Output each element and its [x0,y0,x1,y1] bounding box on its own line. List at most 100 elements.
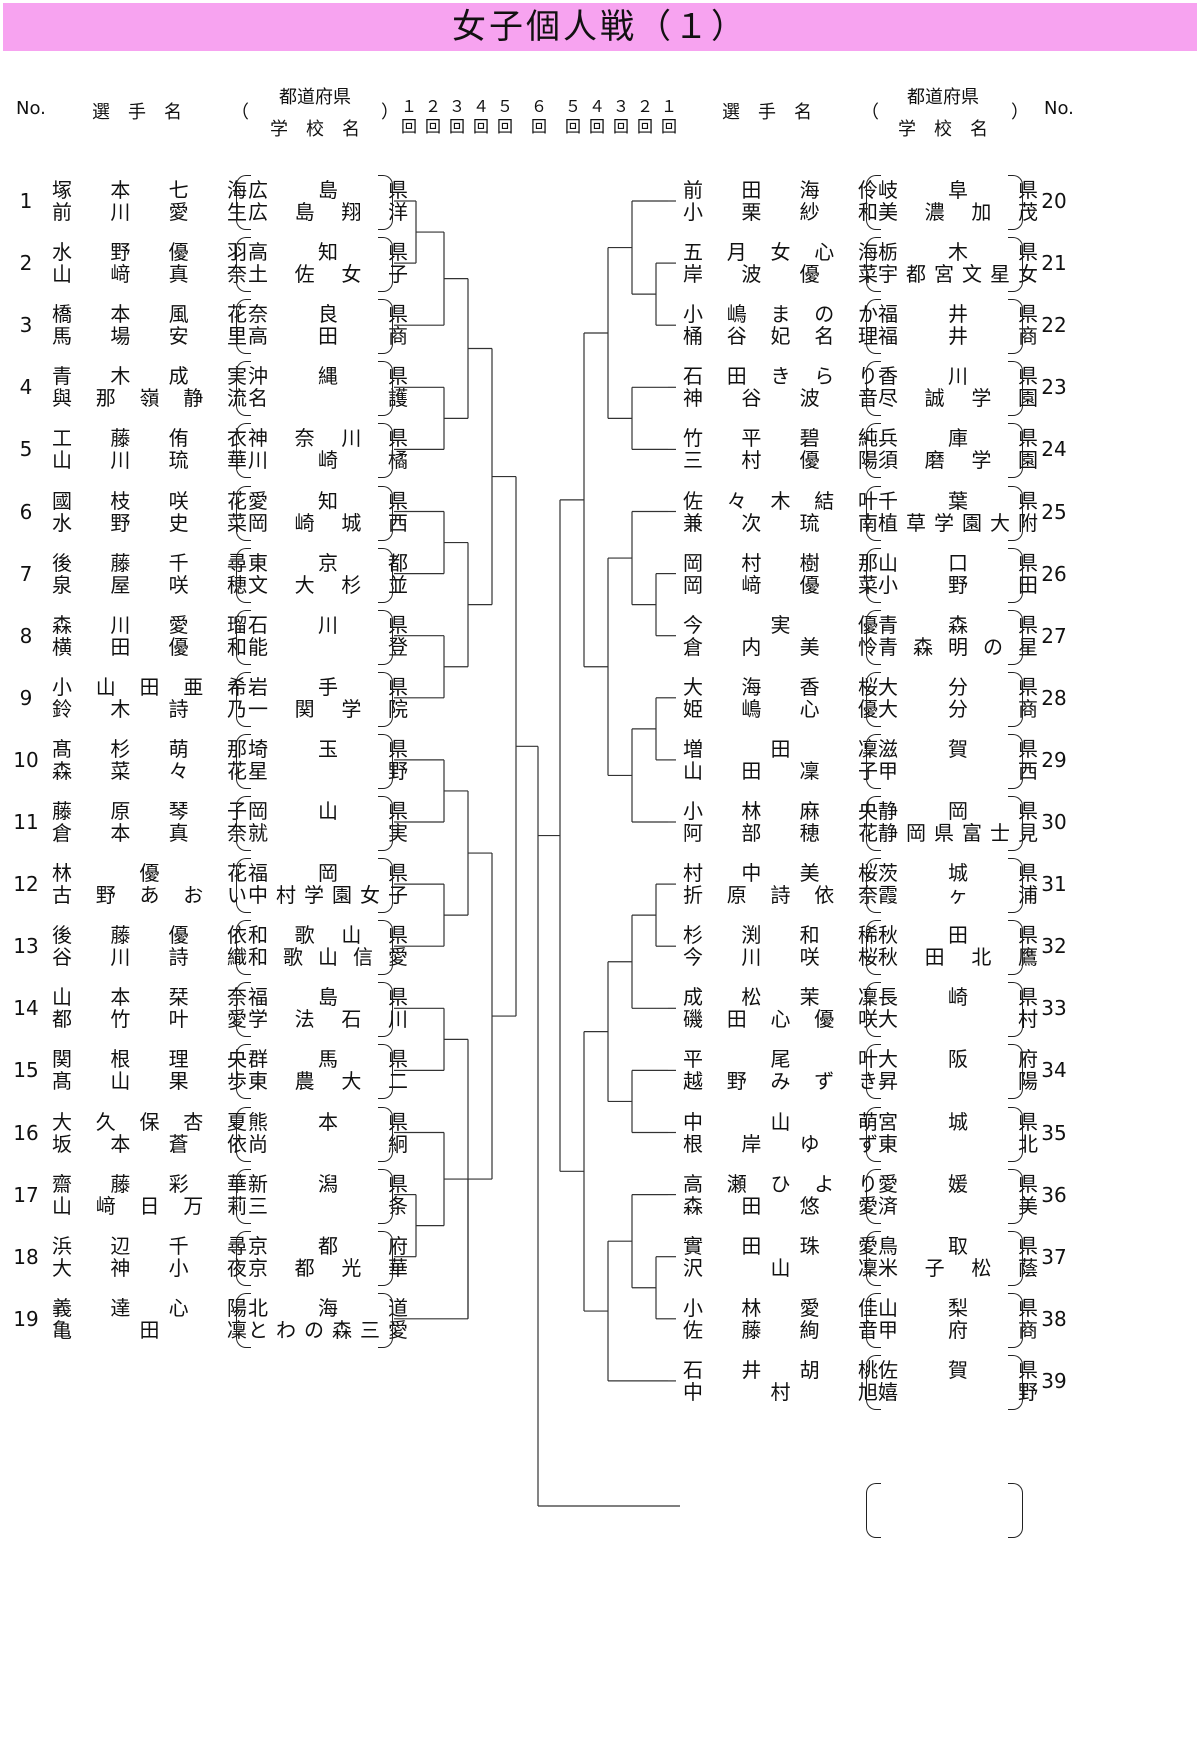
school-name: 霞ヶ浦 [878,883,1038,908]
school-name: 昇陽 [878,1069,1038,1094]
player-name: 倉内美怜 [683,634,878,659]
school-name: 嬉野 [878,1379,1038,1404]
school-bracket-open [236,609,251,665]
player-name: 實田珠愛 [683,1233,878,1258]
school-bracket-open [866,1106,881,1162]
entry-number: 21 [1041,251,1067,276]
school-name: 秋田北鷹 [878,945,1038,970]
school-bracket-open [236,485,251,541]
player-name: 大久保杏夏 [52,1109,247,1134]
entry-number: 7 [19,561,33,586]
entry-number: 24 [1041,437,1067,462]
prefecture-name: 愛知県 [248,488,408,513]
school-name: 川崎橘 [248,448,408,473]
prefecture-name: 長崎県 [878,985,1038,1010]
school-bracket-open [236,733,251,789]
school-bracket-open [236,361,251,417]
school-bracket-close [378,1292,393,1348]
empty-slot-bracket-open [866,1483,881,1538]
player-name: 村中美桜 [683,861,878,886]
round-label: １回 [660,97,677,136]
player-name: 馬場安里 [52,324,247,349]
school-bracket-close [378,609,393,665]
player-name: 姫嶋心優 [683,696,878,721]
school-name: 中村学園女子 [248,883,408,908]
school-name: 甲西 [878,758,1038,783]
school-bracket-open [866,733,881,789]
round-label: ５回 [496,97,513,136]
player-name: 前田海伶 [683,178,878,202]
player-name: 工藤侑衣 [52,426,247,451]
school-bracket-close [1008,1292,1023,1348]
prefecture-name: 香川県 [878,364,1038,389]
school-bracket-close [1008,547,1023,603]
school-bracket-open [866,1230,881,1286]
school-bracket-close [378,175,393,230]
school-bracket-open [236,671,251,727]
school-bracket-open [236,1168,251,1224]
entry-number: 16 [13,1120,39,1145]
player-name: 佐々木結叶 [683,488,878,513]
entry-number: 27 [1041,623,1067,648]
player-name: 大海香桜 [683,674,878,699]
school-bracket-close [378,547,393,603]
round-label: ２回 [636,97,653,136]
school-bracket-close [1008,858,1023,914]
school-bracket-close [1008,175,1023,230]
player-name: 折原詩依奈 [683,883,878,908]
player-name: 平尾叶 [683,1047,878,1072]
school-name: とわの森三愛 [248,1317,408,1342]
school-bracket-close [378,485,393,541]
player-name: 前川愛生 [52,200,247,224]
school-bracket-open [866,982,881,1038]
player-name: 古野あおい [52,883,247,908]
prefecture-name: 熊本県 [248,1109,408,1134]
school-bracket-open [866,485,881,541]
round-label: ５回 [564,97,581,136]
entry-number: 5 [19,437,33,462]
prefecture-name: 石川県 [248,612,408,637]
entry-number: 2 [19,251,33,276]
entry-number: 33 [1041,996,1067,1021]
prefecture-name: 山梨県 [878,1295,1038,1320]
school-name: 東北 [878,1131,1038,1156]
entry-number: 6 [19,499,33,524]
school-bracket-open [866,920,881,976]
header-pref-left: 都道府県 [279,87,351,108]
school-bracket-close [378,1230,393,1286]
entry-number: 31 [1041,872,1067,897]
entry-number: 25 [1041,499,1067,524]
round-label: １回 [400,97,417,136]
round-label: ４回 [472,97,489,136]
header-player-name-right: 選 手 名 [722,102,812,123]
entry-number: 30 [1041,810,1067,834]
player-name: 根岸ゆず [683,1131,878,1156]
player-name: 山川琉華 [52,448,247,473]
prefecture-name: 東京都 [248,550,408,575]
header-paren-close-left: ） [381,102,399,123]
entry-number: 10 [13,747,39,772]
header-school-right: 学 校 名 [898,119,988,140]
school-bracket-open [866,796,881,851]
entry-number: 28 [1041,685,1067,710]
prefecture-name: 兵庫県 [878,426,1038,451]
page-title: 女子個人戦（１） [452,7,748,47]
header-school-left: 学 校 名 [270,119,360,140]
prefecture-name: 福井県 [878,302,1038,327]
school-bracket-open [866,858,881,914]
prefecture-name: 京都府 [248,1233,408,1258]
player-name: 森菜々花 [52,758,247,783]
school-bracket-open [866,609,881,665]
school-bracket-open [236,175,251,230]
entry-number: 35 [1041,1120,1067,1145]
school-name: 植草学園大附 [878,510,1038,535]
player-name: 杉渕和稀 [683,923,878,948]
school-name: 甲府商 [878,1317,1038,1342]
prefecture-name: 広島県 [248,178,408,202]
round-label: ２回 [424,97,441,136]
school-bracket-open [866,175,881,230]
school-bracket-open [236,796,251,851]
school-bracket-close [1008,237,1023,293]
